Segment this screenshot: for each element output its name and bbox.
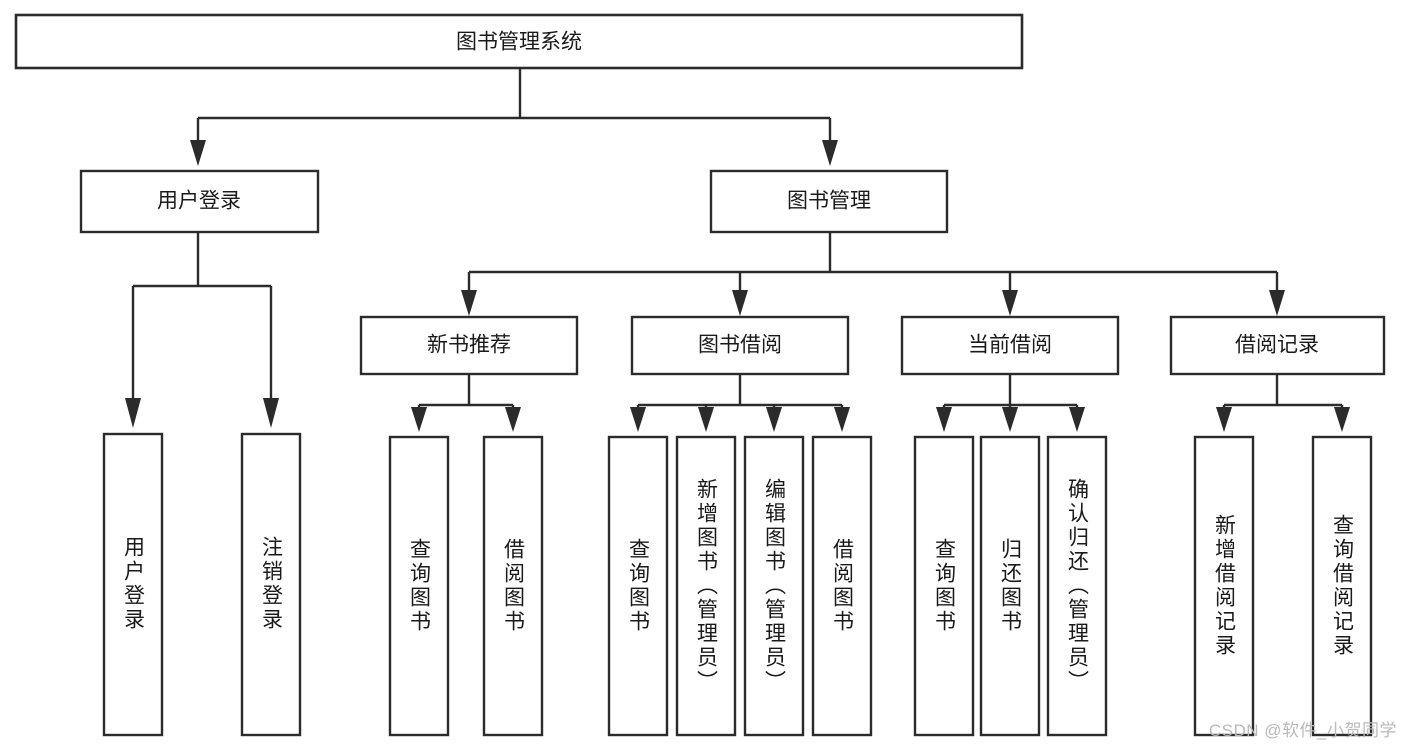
arrow-head-book-borrow — [732, 290, 748, 316]
leaf-return-book-box[interactable] — [979, 435, 1041, 737]
leaf-borrow-book-1-label: 借阅图书 — [502, 538, 526, 634]
leaf-borrow-book-2[interactable]: 借阅图书 — [811, 435, 873, 737]
node-new-book-recommend-box[interactable] — [359, 315, 579, 376]
node-current-borrow-label: 当前借阅 — [968, 334, 1052, 357]
leaf-query-book-1-label: 查询图书 — [408, 538, 432, 634]
node-book-management-label: 图书管理 — [787, 190, 871, 213]
leaf-borrow-book-1-box[interactable] — [482, 435, 544, 737]
arrow-head-leaf-query-borrow-record — [1334, 407, 1350, 432]
leaf-query-book-3-label: 查询图书 — [933, 538, 957, 634]
arrow-head-leaf-add-book — [698, 407, 714, 432]
arrow-head-current-borrow — [1002, 290, 1018, 316]
leaf-return-book-label: 归还图书 — [999, 538, 1023, 634]
leaf-add-borrow-record-box[interactable] — [1193, 435, 1255, 737]
leaf-user-login-box[interactable] — [102, 432, 164, 737]
leaf-query-book-3-box[interactable] — [913, 435, 975, 737]
arrow-head-new-book-recommend — [461, 290, 477, 316]
arrow-head-borrow-record — [1269, 290, 1285, 316]
node-root-system-label: 图书管理系统 — [456, 31, 582, 54]
leaf-logout-login[interactable]: 注销登录 — [240, 432, 302, 737]
connector-group-current-borrow — [936, 374, 1085, 432]
arrow-head-leaf-add-borrow-record — [1216, 407, 1232, 432]
arrow-head-leaf-borrow-book-2 — [834, 407, 850, 432]
leaf-query-borrow-record[interactable]: 查询借阅记录 — [1311, 435, 1373, 737]
arrow-head-book-management — [822, 140, 838, 166]
node-current-borrow-box[interactable] — [900, 315, 1120, 376]
leaf-query-book-3[interactable]: 查询图书 — [913, 435, 975, 737]
node-user-login-box[interactable] — [79, 169, 320, 234]
leaf-borrow-book-1[interactable]: 借阅图书 — [482, 435, 544, 737]
leaf-confirm-return[interactable]: 确认归还（管理员） — [1046, 435, 1108, 737]
node-borrow-record[interactable]: 借阅记录 — [1169, 315, 1386, 376]
leaf-edit-book[interactable]: 编辑图书（管理员） — [743, 435, 805, 737]
arrow-head-leaf-query-book-3 — [936, 407, 952, 432]
connector-group-user-login — [125, 232, 279, 428]
leaf-borrow-book-2-label: 借阅图书 — [831, 538, 855, 634]
leaf-query-book-1-box[interactable] — [388, 435, 450, 737]
node-book-management[interactable]: 图书管理 — [709, 169, 949, 234]
arrow-head-leaf-confirm-return — [1069, 407, 1085, 432]
node-user-login[interactable]: 用户登录 — [79, 169, 320, 234]
leaf-user-login-label: 用户登录 — [122, 536, 146, 632]
leaf-edit-book-box[interactable] — [743, 435, 805, 737]
node-root-system-box[interactable] — [14, 13, 1024, 70]
leaf-edit-book-label: 编辑图书（管理员） — [763, 478, 787, 694]
node-user-login-label: 用户登录 — [157, 190, 241, 213]
node-current-borrow[interactable]: 当前借阅 — [900, 315, 1120, 376]
node-new-book-recommend-label: 新书推荐 — [427, 334, 511, 357]
leaf-logout-login-box[interactable] — [240, 432, 302, 737]
arrow-head-leaf-user-login — [125, 398, 141, 428]
leaf-query-borrow-record-label: 查询借阅记录 — [1331, 514, 1355, 658]
connector-group-book-borrow — [630, 374, 850, 432]
leaf-add-borrow-record-label: 新增借阅记录 — [1213, 514, 1237, 658]
leaf-add-book[interactable]: 新增图书（管理员） — [675, 435, 737, 737]
node-borrow-record-label: 借阅记录 — [1235, 334, 1319, 357]
leaf-confirm-return-box[interactable] — [1046, 435, 1108, 737]
connector-group-borrow-record — [1216, 374, 1350, 432]
node-book-borrow-label: 图书借阅 — [698, 334, 782, 357]
leaf-borrow-book-2-box[interactable] — [811, 435, 873, 737]
leaf-logout-login-label: 注销登录 — [260, 536, 284, 632]
node-new-book-recommend[interactable]: 新书推荐 — [359, 315, 579, 376]
arrow-head-leaf-logout-login — [263, 398, 279, 428]
leaf-confirm-return-label: 确认归还（管理员） — [1066, 478, 1090, 694]
node-book-borrow-box[interactable] — [630, 315, 850, 376]
leaf-add-book-label: 新增图书（管理员） — [695, 478, 719, 694]
csdn-watermark: CSDN @软件_小贺同学 — [1208, 721, 1397, 740]
arrow-head-leaf-borrow-book-1 — [505, 407, 521, 432]
leaf-query-book-2-label: 查询图书 — [627, 538, 651, 634]
arrow-head-leaf-query-book-1 — [411, 407, 427, 432]
leaf-add-book-box[interactable] — [675, 435, 737, 737]
leaf-query-book-2-box[interactable] — [607, 435, 669, 737]
arrow-head-leaf-query-book-2 — [630, 407, 646, 432]
leaf-query-borrow-record-box[interactable] — [1311, 435, 1373, 737]
arrow-head-leaf-return-book — [1002, 407, 1018, 432]
node-book-borrow[interactable]: 图书借阅 — [630, 315, 850, 376]
leaf-query-book-1[interactable]: 查询图书 — [388, 435, 450, 737]
connector-group-new-book-recommend — [411, 374, 521, 432]
connector-group-book-management — [461, 232, 1285, 316]
leaf-query-book-2[interactable]: 查询图书 — [607, 435, 669, 737]
connector-group-root — [190, 68, 838, 166]
arrow-head-user-login — [190, 140, 206, 166]
leaf-user-login[interactable]: 用户登录 — [102, 432, 164, 737]
leaf-return-book[interactable]: 归还图书 — [979, 435, 1041, 737]
arrow-head-leaf-edit-book — [766, 407, 782, 432]
node-root-system[interactable]: 图书管理系统 — [14, 13, 1024, 70]
node-borrow-record-box[interactable] — [1169, 315, 1386, 376]
node-book-management-box[interactable] — [709, 169, 949, 234]
leaf-add-borrow-record[interactable]: 新增借阅记录 — [1193, 435, 1255, 737]
